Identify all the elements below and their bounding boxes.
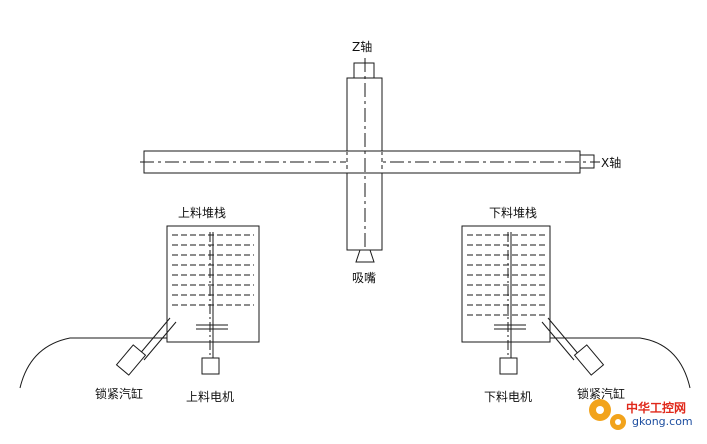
upper-clamp-cylinder-label: 锁紧汽缸: [95, 386, 143, 401]
lower-motor-label: 下料电机: [484, 390, 532, 404]
lower-motor: [499, 357, 518, 375]
lower-stack-plates: [467, 234, 545, 316]
z-axis-label: Z轴: [352, 39, 372, 54]
upper-stack: [19, 225, 260, 389]
lower-clamp-cylinder: [541, 317, 605, 376]
z-axis-column: [346, 58, 383, 258]
watermark-en: gkong.com: [632, 415, 693, 428]
nozzle-label: 吸嘴: [352, 271, 376, 285]
upper-clamp-cylinder: [115, 317, 177, 376]
watermark-logo: 中华工控网 gkong.com: [589, 399, 693, 430]
x-axis-label: X轴: [601, 155, 621, 170]
upper-motor: [201, 357, 220, 375]
upper-stack-label: 上料堆栈: [178, 205, 226, 220]
lower-stack: [461, 225, 691, 389]
watermark-cn: 中华工控网: [626, 400, 686, 415]
gear-icon: [589, 399, 626, 430]
lower-clamp-cylinder-label: 锁紧汽缸: [577, 386, 625, 401]
upper-motor-label: 上料电机: [186, 390, 234, 404]
lower-stack-label: 下料堆栈: [489, 205, 537, 220]
nozzle: [355, 249, 375, 263]
